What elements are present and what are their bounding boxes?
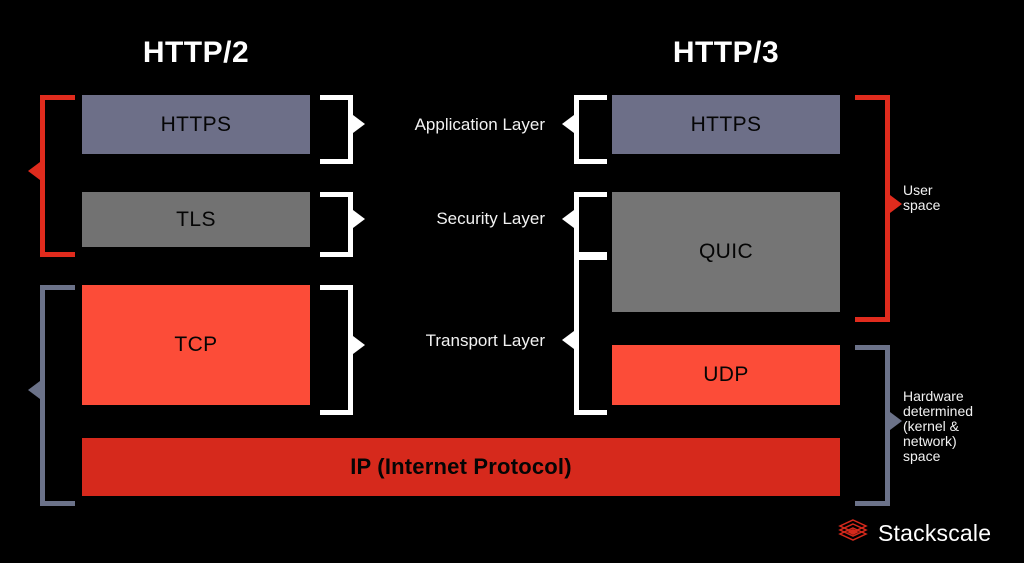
column-title-http3: HTTP/3 [672,36,780,69]
stackscale-logo: Stackscale [838,518,991,549]
bracket-layer-application-left-arrow-icon [353,115,365,133]
bracket-layer-security-left [320,192,353,257]
box-http3-https: HTTPS [612,95,840,154]
bracket-http2-hardware-space-arrow-icon [28,381,40,399]
box-http3-udp: UDP [612,345,840,405]
bracket-layer-transport-right [574,255,607,415]
label-user-space: User space [903,182,941,213]
bracket-http3-hardware-space-arrow-icon [890,412,902,430]
bracket-http2-user-space [40,95,75,257]
bracket-http2-user-space-arrow-icon [28,162,40,180]
box-http2-https: HTTPS [82,95,310,154]
stackscale-wordmark: Stackscale [878,520,992,546]
bracket-layer-transport-right-arrow-icon [562,331,574,349]
stackscale-mark-icon [838,518,868,549]
layer-label-application: Application Layer [414,115,545,134]
bracket-http3-user-space [855,95,890,322]
bracket-layer-security-left-arrow-icon [353,210,365,228]
box-http3-quic: QUIC [612,192,840,312]
layer-label-security: Security Layer [436,209,545,228]
bracket-layer-transport-left [320,285,353,415]
label-hardware-space: Hardware determined (kernel & network) s… [903,388,974,464]
bracket-http3-user-space-arrow-icon [890,195,902,213]
column-title-http2: HTTP/2 [142,36,250,69]
bracket-layer-application-right-arrow-icon [562,115,574,133]
bracket-http3-hardware-space [855,345,890,506]
bracket-layer-application-right [574,95,607,164]
box-http2-tcp: TCP [82,285,310,405]
box-http2-tls: TLS [82,192,310,247]
bracket-layer-transport-left-arrow-icon [353,336,365,354]
bracket-http2-hardware-space [40,285,75,506]
box-ip-internet-protocol: IP (Internet Protocol) [82,438,840,496]
bracket-layer-application-left [320,95,353,164]
bracket-layer-security-right-arrow-icon [562,210,574,228]
bracket-layer-security-right [574,192,607,257]
layer-label-transport: Transport Layer [425,331,545,350]
